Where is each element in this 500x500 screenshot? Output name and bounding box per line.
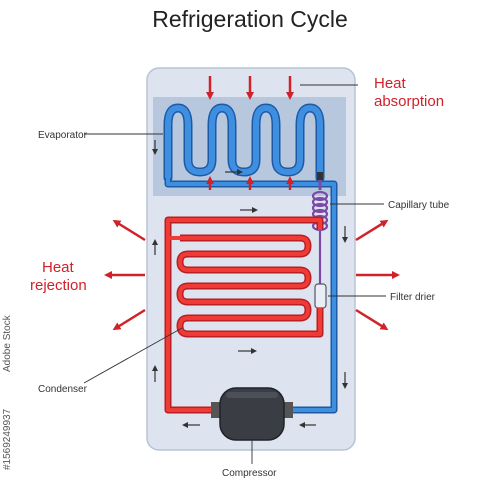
suction-line — [164, 178, 338, 414]
flow-arrows — [152, 140, 348, 428]
evaporator-connector — [317, 172, 323, 180]
watermark-brand: Adobe Stock — [2, 314, 13, 372]
leader-lines — [83, 84, 386, 464]
heat-rejection-arrows — [104, 219, 400, 331]
heat-absorption-label-line2: absorption — [374, 93, 444, 110]
evaporator-label: Evaporator — [38, 130, 88, 141]
heat-rejection-label-line2: rejection — [30, 277, 87, 294]
capillary-tube-label: Capillary tube — [388, 200, 450, 211]
heat-absorption-label-line1: Heat — [374, 75, 407, 92]
filter-drier-label: Filter drier — [390, 292, 436, 303]
condenser-label: Condenser — [38, 384, 88, 395]
compressor-label: Compressor — [222, 468, 277, 479]
evaporator-coil — [163, 103, 325, 183]
heat-absorption-arrows — [206, 76, 294, 190]
watermark-id: #1569249937 — [2, 408, 13, 470]
compressor — [211, 387, 293, 441]
heat-rejection-label-line1: Heat — [42, 259, 75, 276]
filter-drier — [314, 283, 327, 309]
condenser-coil — [164, 216, 324, 414]
diagram-title: Refrigeration Cycle — [152, 6, 348, 32]
